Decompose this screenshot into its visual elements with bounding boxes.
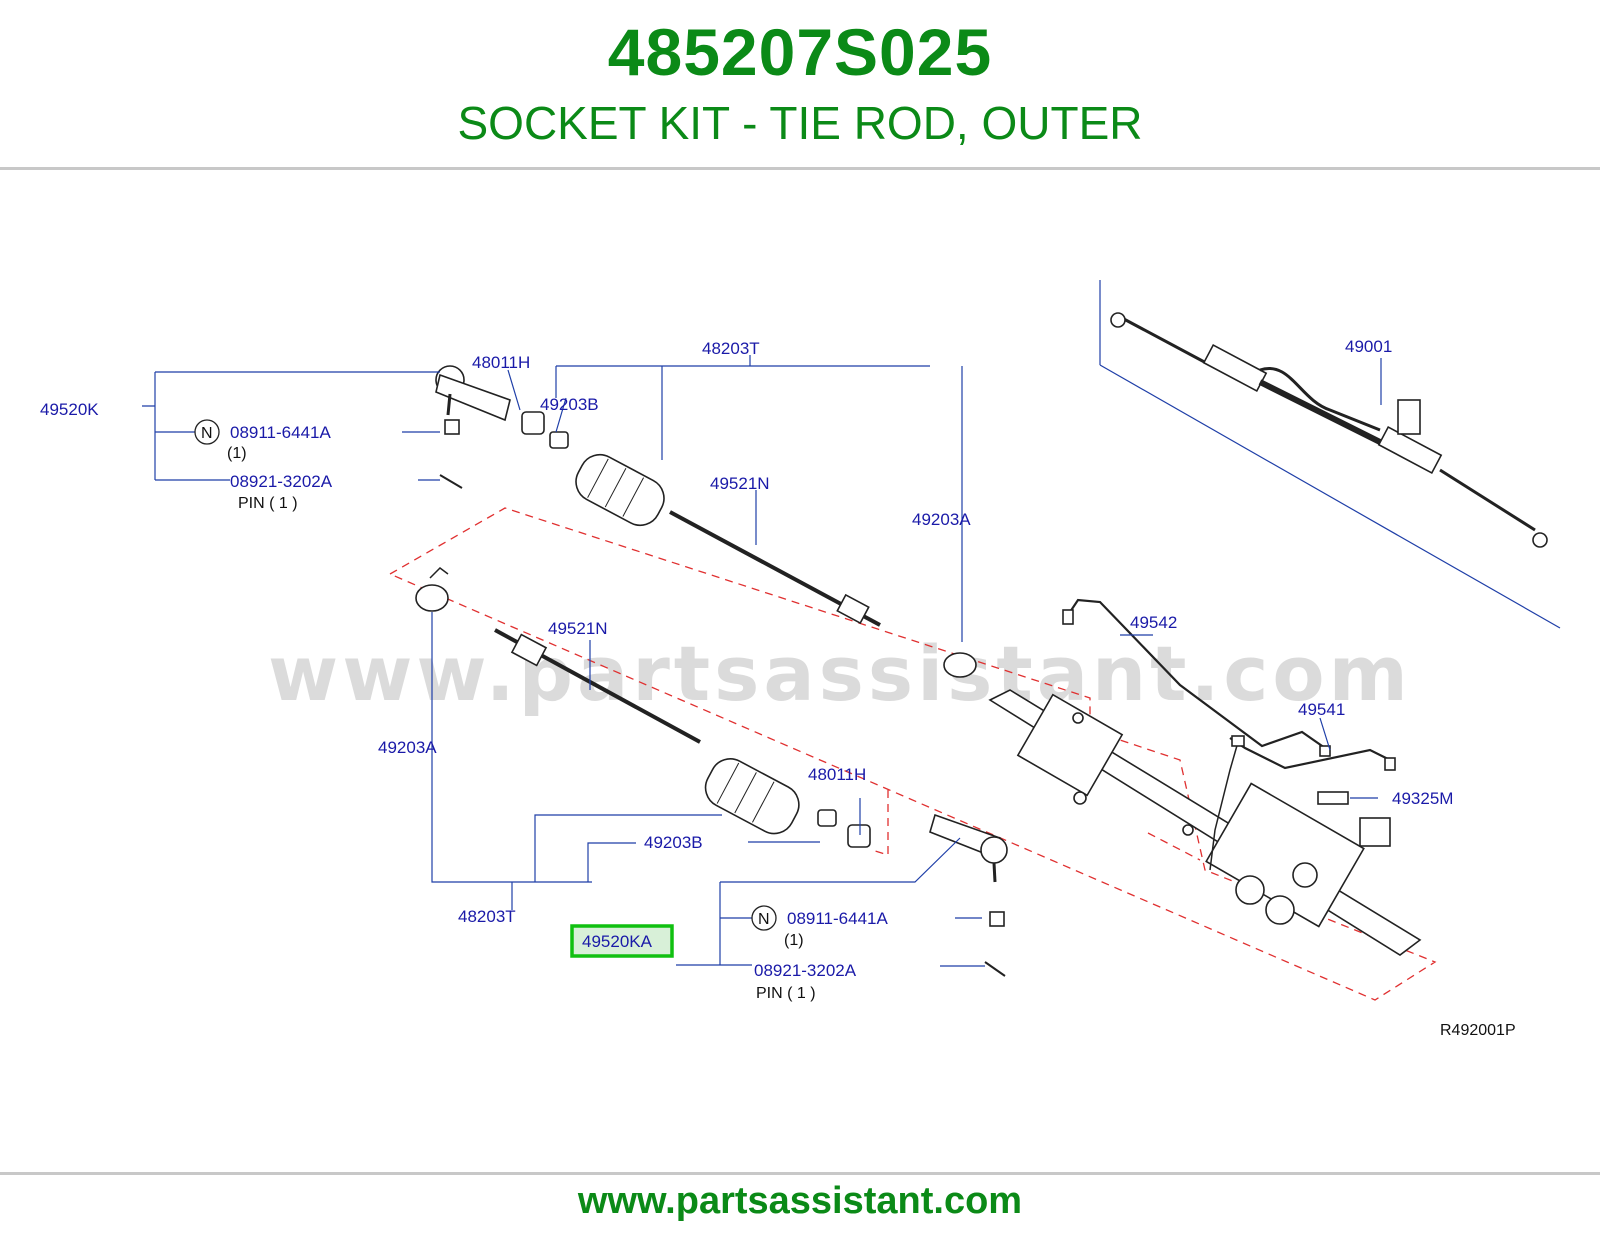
callout-49203B-low[interactable]: 49203B (644, 833, 703, 852)
page-header: 485207S025 SOCKET KIT - TIE ROD, OUTER (0, 0, 1600, 168)
nut-08911-top (444, 419, 460, 435)
callout-48011H-top[interactable]: 48011H (472, 353, 530, 372)
callout-49542[interactable]: 49542 (1130, 613, 1177, 632)
steering-gear-assembly-inset (1099, 280, 1561, 629)
nut-08911-low (989, 911, 1005, 927)
callout-08911-6441A-top[interactable]: 08911-6441A (230, 423, 331, 442)
callout-49521N-top[interactable]: 49521N (710, 474, 770, 493)
footer-divider (0, 1172, 1600, 1175)
qty-low: (1) (784, 932, 804, 949)
n-symbol-low: N (758, 911, 770, 928)
callout-08921-3202A-top[interactable]: 08921-3202A (230, 472, 333, 491)
pin-qty-top: PIN ( 1 ) (238, 495, 298, 512)
callout-49541[interactable]: 49541 (1298, 700, 1345, 719)
callout-08911-6441A-low[interactable]: 08911-6441A (787, 909, 888, 928)
highlight-box-49520KA (570, 924, 674, 958)
n-symbol-circle-low (751, 905, 777, 931)
diagram-code: R492001P (1440, 1022, 1516, 1039)
pressure-line-49542 (1067, 598, 1326, 749)
clamp-49203A-right (943, 652, 977, 678)
callout-49520KA[interactable]: 49520KA (582, 932, 653, 951)
lock-nut-48011H-top (521, 411, 545, 435)
lower-tie-rod-group (415, 567, 1008, 977)
clip-49203B-low (817, 809, 837, 827)
return-line-49541 (1229, 737, 1391, 770)
part-number-title: 485207S025 (607, 15, 993, 89)
part-name-subtitle: SOCKET KIT - TIE ROD, OUTER (457, 97, 1143, 149)
qty-top: (1) (227, 445, 247, 462)
boot-48203T-low (704, 758, 800, 835)
kit-boundary-outline (388, 507, 1437, 1001)
callout-48203T-top[interactable]: 48203T (702, 339, 760, 358)
callout-48203T-low[interactable]: 48203T (458, 907, 516, 926)
header-divider (0, 167, 1600, 170)
watermark-text: www.partsassistant.com (268, 629, 1412, 718)
fitting-49325M (1317, 791, 1349, 805)
callout-49203A-right[interactable]: 49203A (912, 510, 971, 529)
parts-diagram: www.partsassistant.com (40, 280, 1561, 1039)
boot-48203T-top (575, 453, 665, 527)
clip-49203B-top (549, 431, 569, 449)
n-symbol-top: N (201, 425, 213, 442)
pin-qty-low: PIN ( 1 ) (756, 985, 816, 1002)
callout-08921-3202A-low[interactable]: 08921-3202A (754, 961, 857, 980)
callout-49325M[interactable]: 49325M (1392, 789, 1453, 808)
clamp-49203A-left (415, 584, 449, 612)
callout-49203A-left[interactable]: 49203A (378, 738, 437, 757)
footer-url[interactable]: www.partsassistant.com (577, 1180, 1023, 1222)
callout-49001[interactable]: 49001 (1345, 337, 1392, 356)
callout-49521N-low[interactable]: 49521N (548, 619, 608, 638)
rack-housing (988, 689, 1422, 956)
n-symbol-circle-top (194, 419, 220, 445)
callout-49203B-top[interactable]: 49203B (540, 395, 599, 414)
lock-nut-48011H-low (847, 824, 871, 848)
upper-tie-rod-group (435, 365, 977, 678)
kit-boundary-detail (871, 790, 1201, 861)
callout-48011H-low[interactable]: 48011H (808, 765, 866, 784)
callout-49520K[interactable]: 49520K (40, 400, 99, 419)
